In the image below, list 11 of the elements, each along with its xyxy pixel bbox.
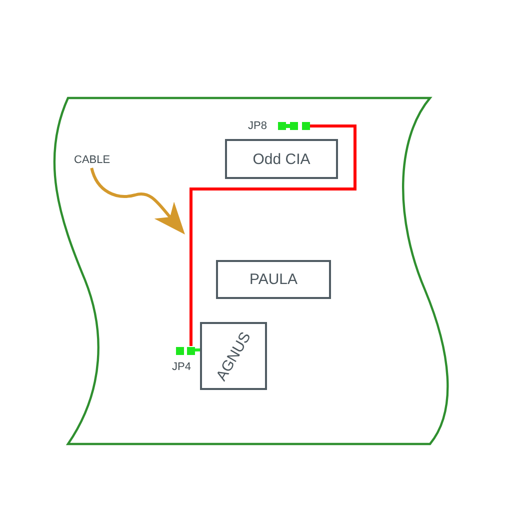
jumper-label: JP4 <box>171 361 192 373</box>
chip-label: PAULA <box>249 271 298 288</box>
chip <box>200 322 267 390</box>
trace-line <box>194 348 200 352</box>
callout-label: CABLE <box>74 154 118 168</box>
wire <box>190 124 356 346</box>
curved-arrow <box>90 168 185 235</box>
chip <box>216 260 331 299</box>
chip <box>225 139 338 179</box>
jumper-label: JP8 <box>248 120 268 132</box>
chip-label: Odd CIA <box>252 150 310 168</box>
